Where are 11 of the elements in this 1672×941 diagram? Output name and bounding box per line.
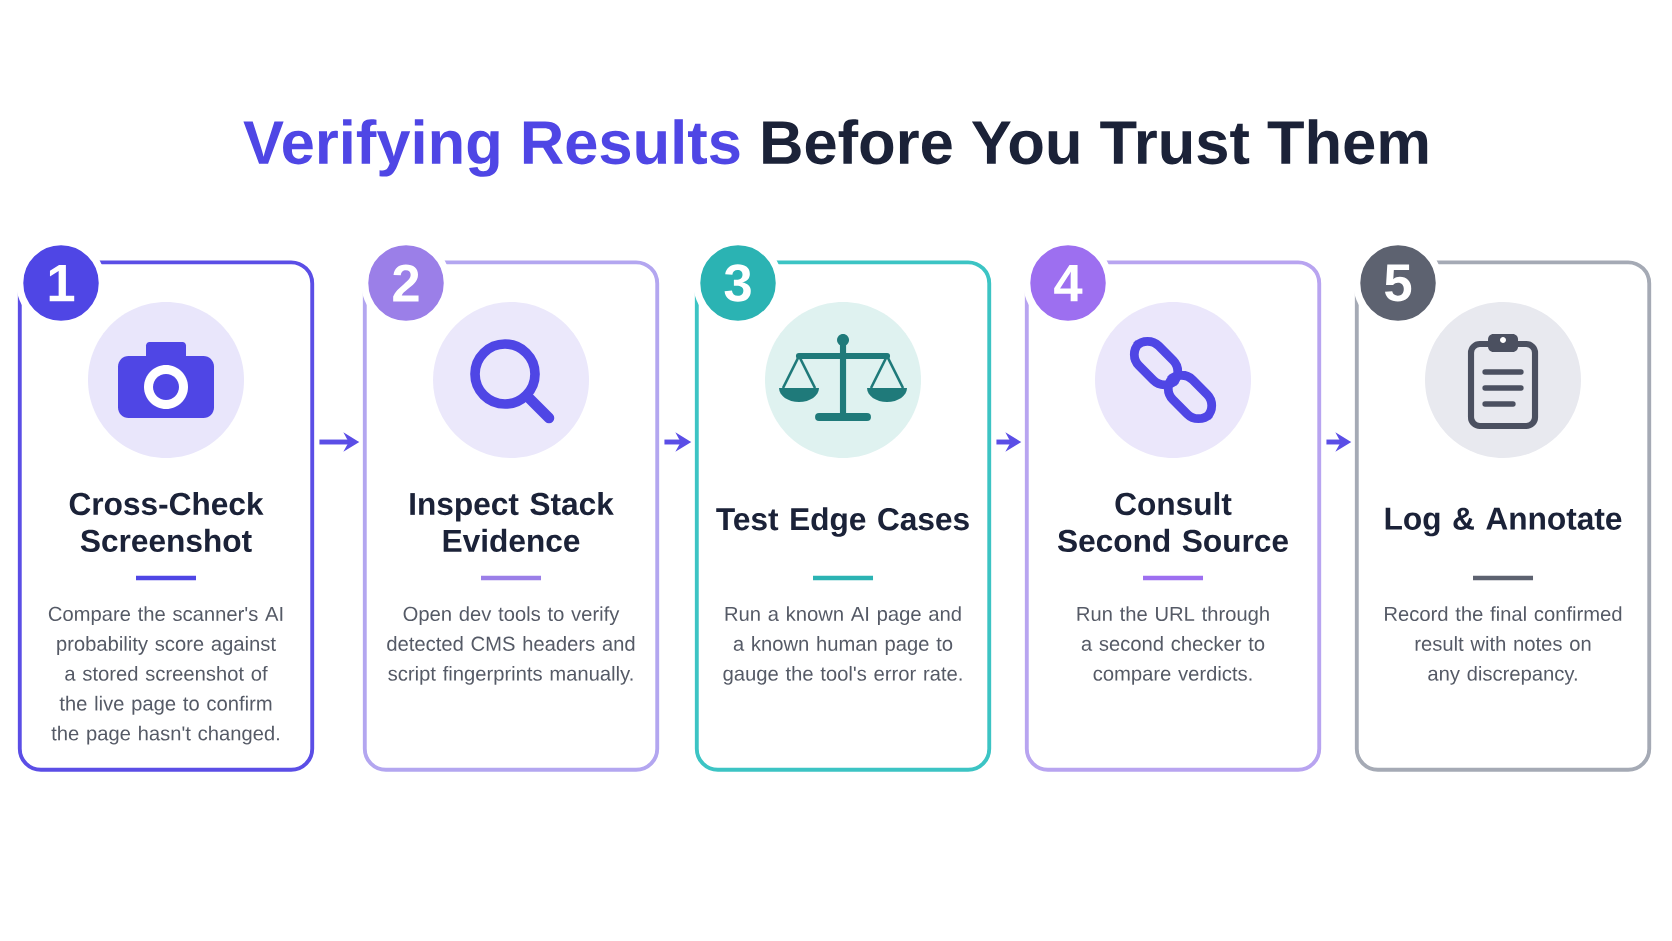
step-title: Test Edge Cases [716, 507, 969, 537]
title: Verifying Results Before You Trust Them [243, 119, 1428, 177]
step-description: Compare the scanner's AI probability score against a stored screenshot of the live page to confirm the page hasn't changed. [48, 606, 283, 745]
step-title: Cross-Check Screenshot [69, 491, 264, 553]
step-description: Run the URL through a second checker to compare verdicts. [1077, 606, 1269, 685]
step-description: Open dev tools to verify detected CMS headers and script fingerprints manually. [387, 606, 635, 685]
step-description: Run a known AI page and a known human page to gauge the tool's error rate. [723, 606, 962, 685]
step-title: Log & Annotate [1385, 507, 1622, 537]
step-title: Consult Second Source [1057, 491, 1288, 553]
step-description: Record the final confirmed result with notes on any discrepancy. [1385, 606, 1622, 685]
step-title: Inspect Stack Evidence [410, 491, 614, 553]
